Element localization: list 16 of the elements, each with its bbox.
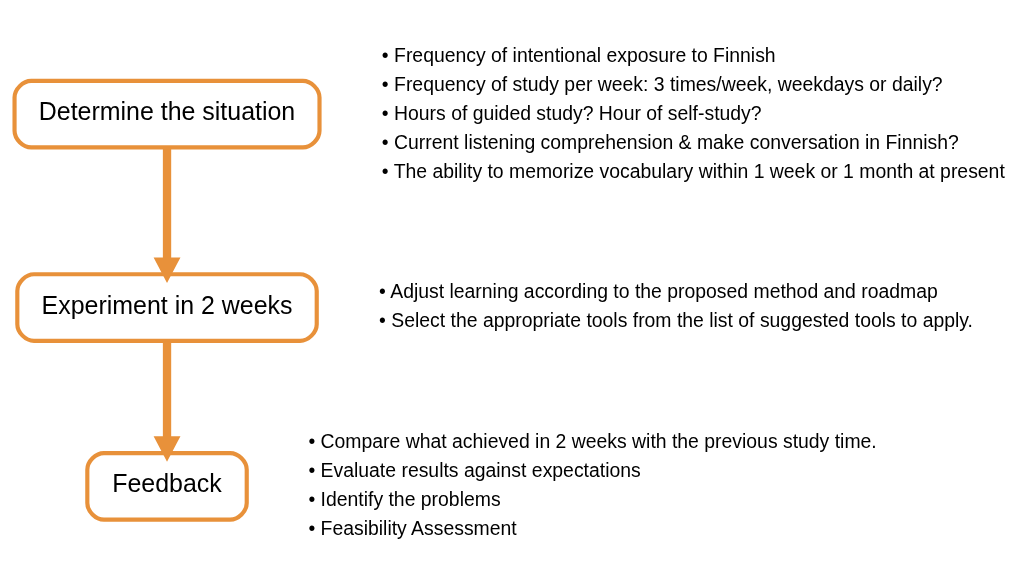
node-box: Determine the situation — [11, 78, 322, 150]
node-label: • Feasibility Assessment — [307, 516, 517, 539]
arrow — [153, 340, 180, 462]
node-label: • The ability to memorize vocabulary within 1 week or 1 month at present — [381, 159, 1005, 182]
node-label: • Frequency of study per week: 3 times/week, weekdays or daily? — [381, 72, 943, 95]
node-label: • Select the appropriate tools from the list of suggested tools to apply. — [378, 308, 973, 331]
node-label: • Compare what achieved in 2 weeks with the previous study time. — [307, 429, 877, 452]
node-box: Experiment in 2 weeks — [14, 271, 319, 343]
node-label: • Hours of guided study? Hour of self-study? — [381, 101, 762, 124]
node-label: • Adjust learning according to the proposed method and roadmap — [378, 279, 938, 302]
node-box: Feedback — [84, 450, 249, 522]
arrow — [153, 146, 180, 283]
node-label: • Identify the problems — [307, 487, 501, 510]
node-label: • Evaluate results against expectations — [307, 458, 641, 481]
node-label: • Current listening comprehension & make conversation in Finnish? — [381, 130, 959, 153]
node-label: • Frequency of intentional exposure to Finnish — [381, 43, 776, 66]
